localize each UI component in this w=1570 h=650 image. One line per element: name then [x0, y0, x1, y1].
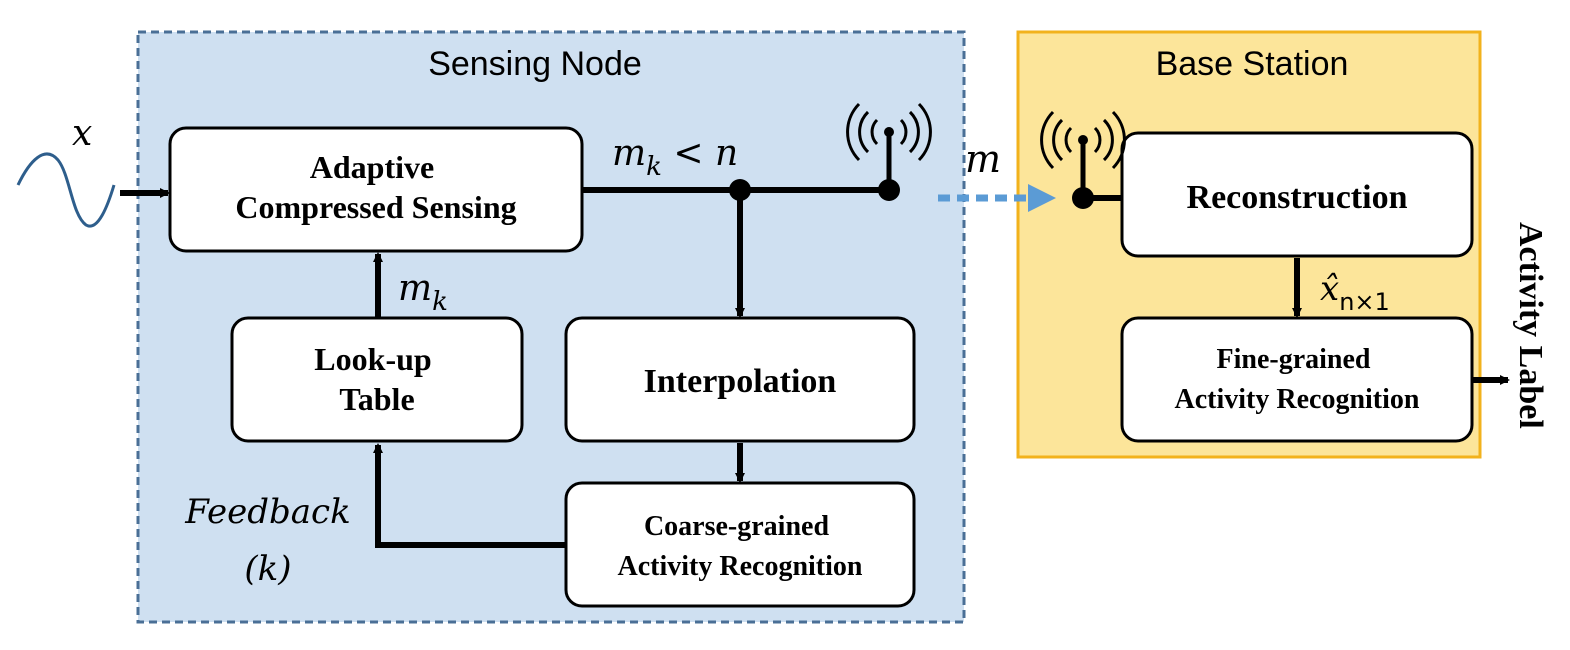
- adaptive-cs-line-2: Compressed Sensing: [235, 189, 516, 225]
- fine-ar-block: [1120, 316, 1474, 443]
- input-signal-label: x: [72, 113, 92, 154]
- mk-m: m: [398, 268, 432, 309]
- antenna-icon: [846, 102, 932, 190]
- base-station-title: Base Station: [1156, 45, 1349, 83]
- junction-dot: [729, 179, 751, 201]
- fine-ar-line-1: Fine-grained: [1217, 344, 1371, 375]
- lookup-table-line-1: Look-up: [314, 341, 431, 377]
- mk-less-n-rest: < n: [662, 133, 738, 174]
- interpolation-label: Interpolation: [644, 363, 837, 400]
- mk-less-n-m: m: [612, 133, 646, 174]
- interpolation-block: [564, 316, 916, 443]
- input-signal-wave: [16, 152, 116, 228]
- wireless-link-arrowhead: [1028, 184, 1056, 212]
- sensing-node-title: Sensing Node: [428, 45, 642, 83]
- coarse-ar-line-2: Activity Recognition: [618, 551, 863, 582]
- activity-label-output: Activity Label: [1512, 222, 1549, 429]
- mk-less-n-sub: k: [646, 152, 662, 182]
- mk-less-n-label: mk < n: [612, 133, 738, 182]
- fine-ar-line-2: Activity Recognition: [1175, 384, 1420, 415]
- xhat-sub: n×1: [1339, 288, 1390, 316]
- feedback-k-label: (k): [244, 549, 291, 589]
- coarse-ar-line-1: Coarse-grained: [644, 511, 830, 542]
- reconstruction-label: Reconstruction: [1187, 179, 1408, 216]
- lookup-table-label: Look-up Table: [314, 341, 439, 417]
- adaptive-cs-line-1: Adaptive: [310, 149, 434, 185]
- mk-label: mk: [398, 268, 448, 317]
- xhat-x: x̂: [1320, 269, 1339, 309]
- fine-ar-label: Fine-grained Activity Recognition: [1175, 344, 1420, 415]
- adaptive-cs-label: Adaptive Compressed Sensing: [235, 149, 516, 225]
- xhat-label: x̂n×1: [1320, 269, 1390, 316]
- feedback-path: [373, 443, 566, 548]
- coarse-ar-block: [564, 481, 916, 608]
- feedback-label: Feedback: [184, 492, 350, 532]
- lookup-table-line-2: Table: [339, 381, 414, 417]
- lookup-table-block: [230, 316, 524, 443]
- m-link-label: m: [965, 137, 1001, 181]
- reconstruction-block: [1120, 131, 1474, 258]
- mk-sub: k: [432, 287, 448, 317]
- coarse-ar-label: Coarse-grained Activity Recognition: [618, 511, 863, 582]
